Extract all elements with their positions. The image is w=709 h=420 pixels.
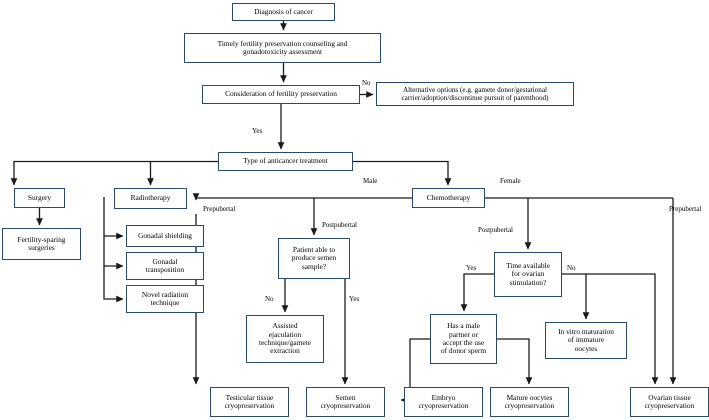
node-label-fertility-sparing: Fertility-sparing surgeries <box>17 234 66 252</box>
edge-label-male: Male <box>363 177 378 185</box>
node-novel-radiation[interactable]: Novel radiation technique <box>126 285 204 313</box>
node-label-semen-cryo: Semen cryopreservation <box>320 392 371 410</box>
edge-label-postpubertal-female: Postpubertal <box>478 226 513 234</box>
node-label-in-vitro: In vitro maturation of immature oocytes <box>558 327 614 353</box>
node-gonadal-transp[interactable]: Gonadal transposition <box>126 252 204 280</box>
node-label-assisted-ejac: Assisted ejaculation technique/gamete ex… <box>258 321 312 356</box>
flow-edge-partner-mature <box>497 338 533 385</box>
edge-label-female: Female <box>500 177 521 185</box>
edge-label-no-ovarian: No <box>567 264 576 272</box>
node-label-time-ovarian: Time available for ovarian stimulation? <box>506 261 550 287</box>
node-label-consideration: Consideration of fertility preservation <box>225 89 337 99</box>
node-label-chemotherapy: Chemotherapy <box>426 192 471 202</box>
edge-label-prepubertal-male: Prepubertal <box>203 205 236 213</box>
node-label-surgery: Surgery <box>27 192 52 202</box>
node-semen-cryo[interactable]: Semen cryopreservation <box>306 387 385 417</box>
node-label-radiotherapy: Radiotherapy <box>130 193 171 203</box>
edge-label-prepubertal-female: Prepubertal <box>669 205 702 213</box>
flow-edge-ovarian-yes <box>460 273 494 312</box>
edge-label-postpubertal-male: Postpubertal <box>322 221 357 229</box>
node-label-semen-sample: Patient able to produce semen sample? <box>291 245 337 271</box>
node-counseling[interactable]: Timely fertility preservation counseling… <box>184 33 381 63</box>
node-semen-sample[interactable]: Patient able to produce semen sample? <box>278 238 350 279</box>
node-chemotherapy[interactable]: Chemotherapy <box>412 188 485 208</box>
node-alternative[interactable]: Alternative options (e.g. gamete donor/g… <box>376 82 574 106</box>
node-treatment-type[interactable]: Type of anticancer treatment <box>218 152 353 171</box>
edge-label-yes-consideration: Yes <box>252 127 263 135</box>
node-surgery[interactable]: Surgery <box>14 188 65 208</box>
node-ovarian-tissue[interactable]: Ovarian tissue cryopreservation <box>630 387 709 417</box>
edge-label-yes-ovarian: Yes <box>466 264 477 272</box>
flow-edge-ovarian-no <box>562 273 590 320</box>
node-testicular[interactable]: Testicular tissue cryopreservation <box>210 387 289 417</box>
edge-label-yes-semen: Yes <box>349 295 360 303</box>
node-embryo-cryo[interactable]: Embryo cryopreservation <box>404 387 483 417</box>
node-diagnosis[interactable]: Diagnosis of cancer <box>232 3 335 21</box>
node-label-treatment-type: Type of anticancer treatment <box>243 156 328 166</box>
node-label-gonadal-transp: Gonadal transposition <box>145 256 185 274</box>
node-label-embryo-cryo: Embryo cryopreservation <box>418 392 469 410</box>
node-label-testicular: Testicular tissue cryopreservation <box>224 392 275 410</box>
node-label-male-partner: Has a male partner or accept the use of … <box>440 321 487 356</box>
node-male-partner[interactable]: Has a male partner or accept the use of … <box>430 314 497 364</box>
node-mature-oocytes[interactable]: Mature oocytes cryopreservation <box>490 387 569 417</box>
node-label-alternative: Alternative options (e.g. gamete donor/g… <box>401 85 549 102</box>
node-label-mature-oocytes: Mature oocytes cryopreservation <box>504 392 555 410</box>
node-time-ovarian[interactable]: Time available for ovarian stimulation? <box>494 252 562 297</box>
flow-edge-treatment-bus-left <box>10 160 218 186</box>
flow-edge-radio-spine-novel <box>103 266 124 303</box>
edge-label-no-semen: No <box>265 295 274 303</box>
node-label-novel-radiation: Novel radiation technique <box>141 289 189 307</box>
node-label-gonadal-shield: Gonadal shielding <box>138 230 192 240</box>
node-in-vitro[interactable]: In vitro maturation of immature oocytes <box>545 322 627 359</box>
node-fertility-sparing[interactable]: Fertility-sparing surgeries <box>2 228 81 260</box>
node-label-ovarian-tissue: Ovarian tissue cryopreservation <box>644 392 695 410</box>
node-label-diagnosis: Diagnosis of cancer <box>254 6 313 16</box>
node-consideration[interactable]: Consideration of fertility preservation <box>202 85 360 104</box>
node-gonadal-shield[interactable]: Gonadal shielding <box>126 225 204 247</box>
node-label-counseling: Timely fertility preservation counseling… <box>217 38 348 56</box>
edge-label-no-consideration: No <box>362 79 371 87</box>
node-assisted-ejac[interactable]: Assisted ejaculation technique/gamete ex… <box>246 315 324 363</box>
flow-edge-radio-spine-transp <box>103 236 124 270</box>
node-radiotherapy[interactable]: Radiotherapy <box>114 188 187 209</box>
